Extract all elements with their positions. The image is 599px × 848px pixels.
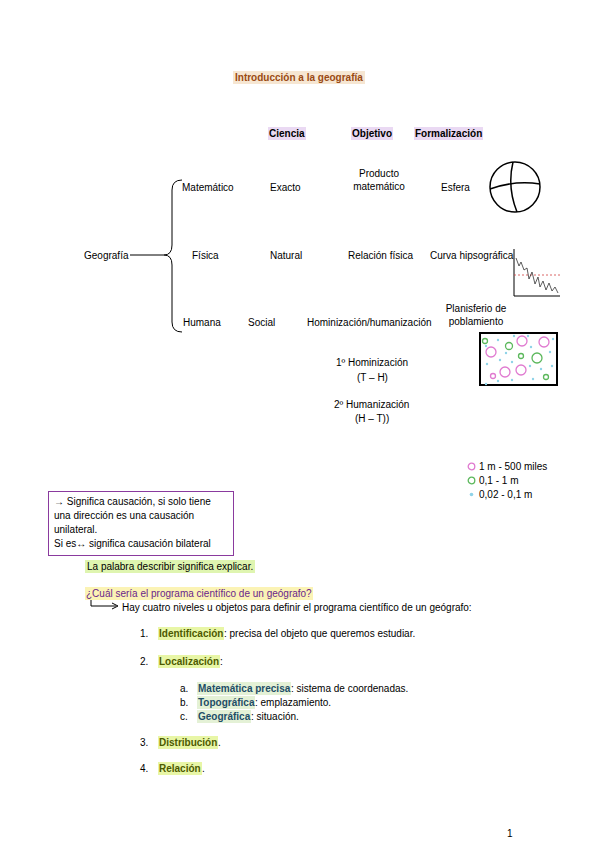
legend-swatch (467, 490, 476, 499)
list-text: : situación. (251, 710, 299, 723)
cell-text: Social (248, 316, 275, 329)
cell-text: Curva hipsográfica (430, 249, 513, 262)
legend-item: 1 m - 500 miles (467, 461, 547, 472)
arrow-head (112, 603, 118, 609)
sublist-letter: b. (180, 696, 188, 709)
step-text: 2º Humanización (334, 398, 409, 411)
root-term: Geografía (84, 249, 128, 262)
cell-text: Esfera (441, 181, 470, 194)
list-number: 3. (140, 736, 148, 749)
legend-swatch (467, 462, 476, 471)
branch-name: Matemático (182, 181, 234, 194)
list-number: 2. (140, 655, 148, 668)
list-number: 1. (140, 627, 148, 640)
list-text: : precisa del objeto que queremos estudi… (224, 627, 415, 640)
branch-name: Física (192, 249, 219, 262)
page-title: Introducción a la geografía (233, 71, 365, 84)
list-text: . (218, 736, 221, 749)
legend-text: 0,02 - 0,1 m (479, 489, 532, 500)
bracket-stem (130, 255, 164, 256)
note-text: Si es↔ significa causación bilateral (54, 537, 228, 551)
cell-text: Hominización/humanización (307, 316, 432, 329)
cell-text: Exacto (270, 181, 301, 194)
list-term: Distribución (158, 736, 218, 749)
curly-bracket (164, 180, 182, 332)
list-text: . (202, 762, 205, 775)
step-text: (T – H) (357, 371, 388, 384)
legend-item: 0,02 - 0,1 m (467, 489, 532, 500)
page-number: 1 (507, 827, 513, 840)
list-text: : sistema de coordenadas. (291, 682, 408, 695)
legend-text: 1 m - 500 miles (479, 461, 547, 472)
legend-text: 0,1 - 1 m (479, 475, 518, 486)
legend-item: 0,1 - 1 m (467, 475, 518, 486)
column-header: Objetivo (351, 127, 393, 140)
highlight-note: La palabra describir significa explicar. (85, 560, 255, 573)
step-text: 1º Hominización (336, 356, 408, 369)
question: ¿Cuál sería el programa científico de un… (85, 587, 313, 600)
list-term: Relación (158, 762, 202, 775)
cell-text: Producto matemático (344, 167, 414, 193)
list-term: Localización (158, 655, 220, 668)
list-number: 4. (140, 762, 148, 775)
cell-text: Planisferio de poblamiento (435, 302, 517, 328)
column-header: Formalización (414, 127, 483, 140)
body-text: Hay cuatro niveles u objetos para defini… (122, 601, 472, 614)
sublist-term: Matemática precisa (197, 682, 291, 695)
population-planisphere (480, 333, 557, 385)
column-header: Ciencia (268, 127, 306, 140)
cell-text: Relación física (348, 249, 413, 262)
cell-text: Natural (270, 249, 302, 262)
note-box: → Significa causación, si solo tiene una… (48, 491, 234, 556)
sphere-drawing (490, 162, 540, 212)
sublist-term: Topográfica (197, 696, 255, 709)
list-term: Identificación (158, 627, 224, 640)
hypsographic-curve (514, 249, 560, 296)
step-text: (H – T)) (355, 412, 389, 425)
legend-swatch (467, 476, 476, 485)
list-text: : emplazamiento. (255, 696, 331, 709)
note-text: → Significa causación, si solo tiene una… (54, 495, 228, 537)
sublist-term: Geográfica (197, 710, 251, 723)
list-text: : (220, 655, 223, 668)
sublist-letter: a. (180, 682, 188, 695)
sublist-letter: c. (180, 710, 188, 723)
branch-name: Humana (183, 316, 221, 329)
